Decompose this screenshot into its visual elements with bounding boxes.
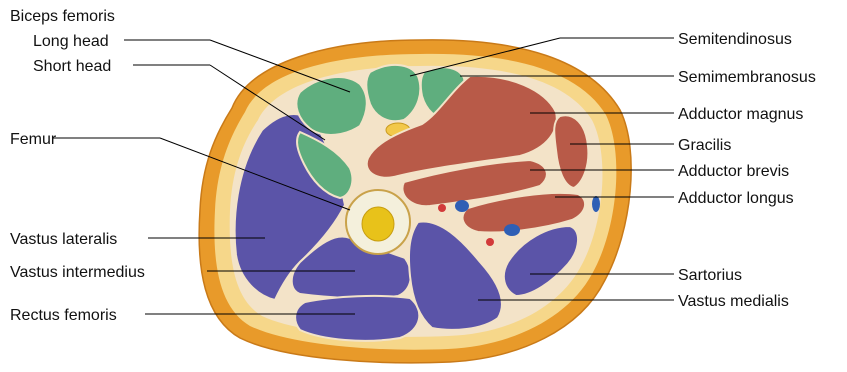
label-sartorius: Sartorius	[678, 267, 742, 284]
bone-marrow	[362, 207, 394, 241]
semitendinosus-muscle	[366, 65, 420, 121]
label-rectus-femoris: Rectus femoris	[10, 307, 117, 324]
label-long-head: Long head	[33, 33, 109, 50]
label-biceps-femoris: Biceps femoris	[10, 8, 115, 25]
label-vastus-lateralis: Vastus lateralis	[10, 231, 117, 248]
label-semimembranosus: Semimembranosus	[678, 69, 816, 86]
label-vastus-intermedius: Vastus intermedius	[10, 264, 145, 281]
label-adductor-longus: Adductor longus	[678, 190, 794, 207]
deep-femoral-artery	[486, 238, 494, 246]
femoral-artery	[438, 204, 446, 212]
label-short-head: Short head	[33, 58, 111, 75]
femoral-vein	[455, 200, 469, 212]
biceps-femoris-long-head-muscle	[296, 77, 366, 135]
labels-right: Semitendinosus Semimembranosus Adductor …	[678, 31, 816, 310]
deep-femoral-vein	[504, 224, 520, 236]
label-vastus-medialis: Vastus medialis	[678, 293, 789, 310]
label-gracilis: Gracilis	[678, 137, 731, 154]
label-adductor-magnus: Adductor magnus	[678, 106, 803, 123]
rectus-femoris-muscle	[295, 296, 419, 341]
labels-left: Biceps femoris Long head Short head Femu…	[10, 8, 145, 324]
label-adductor-brevis: Adductor brevis	[678, 163, 789, 180]
great-saphenous-vein	[592, 196, 600, 212]
label-semitendinosus: Semitendinosus	[678, 31, 792, 48]
label-femur: Femur	[10, 131, 57, 148]
